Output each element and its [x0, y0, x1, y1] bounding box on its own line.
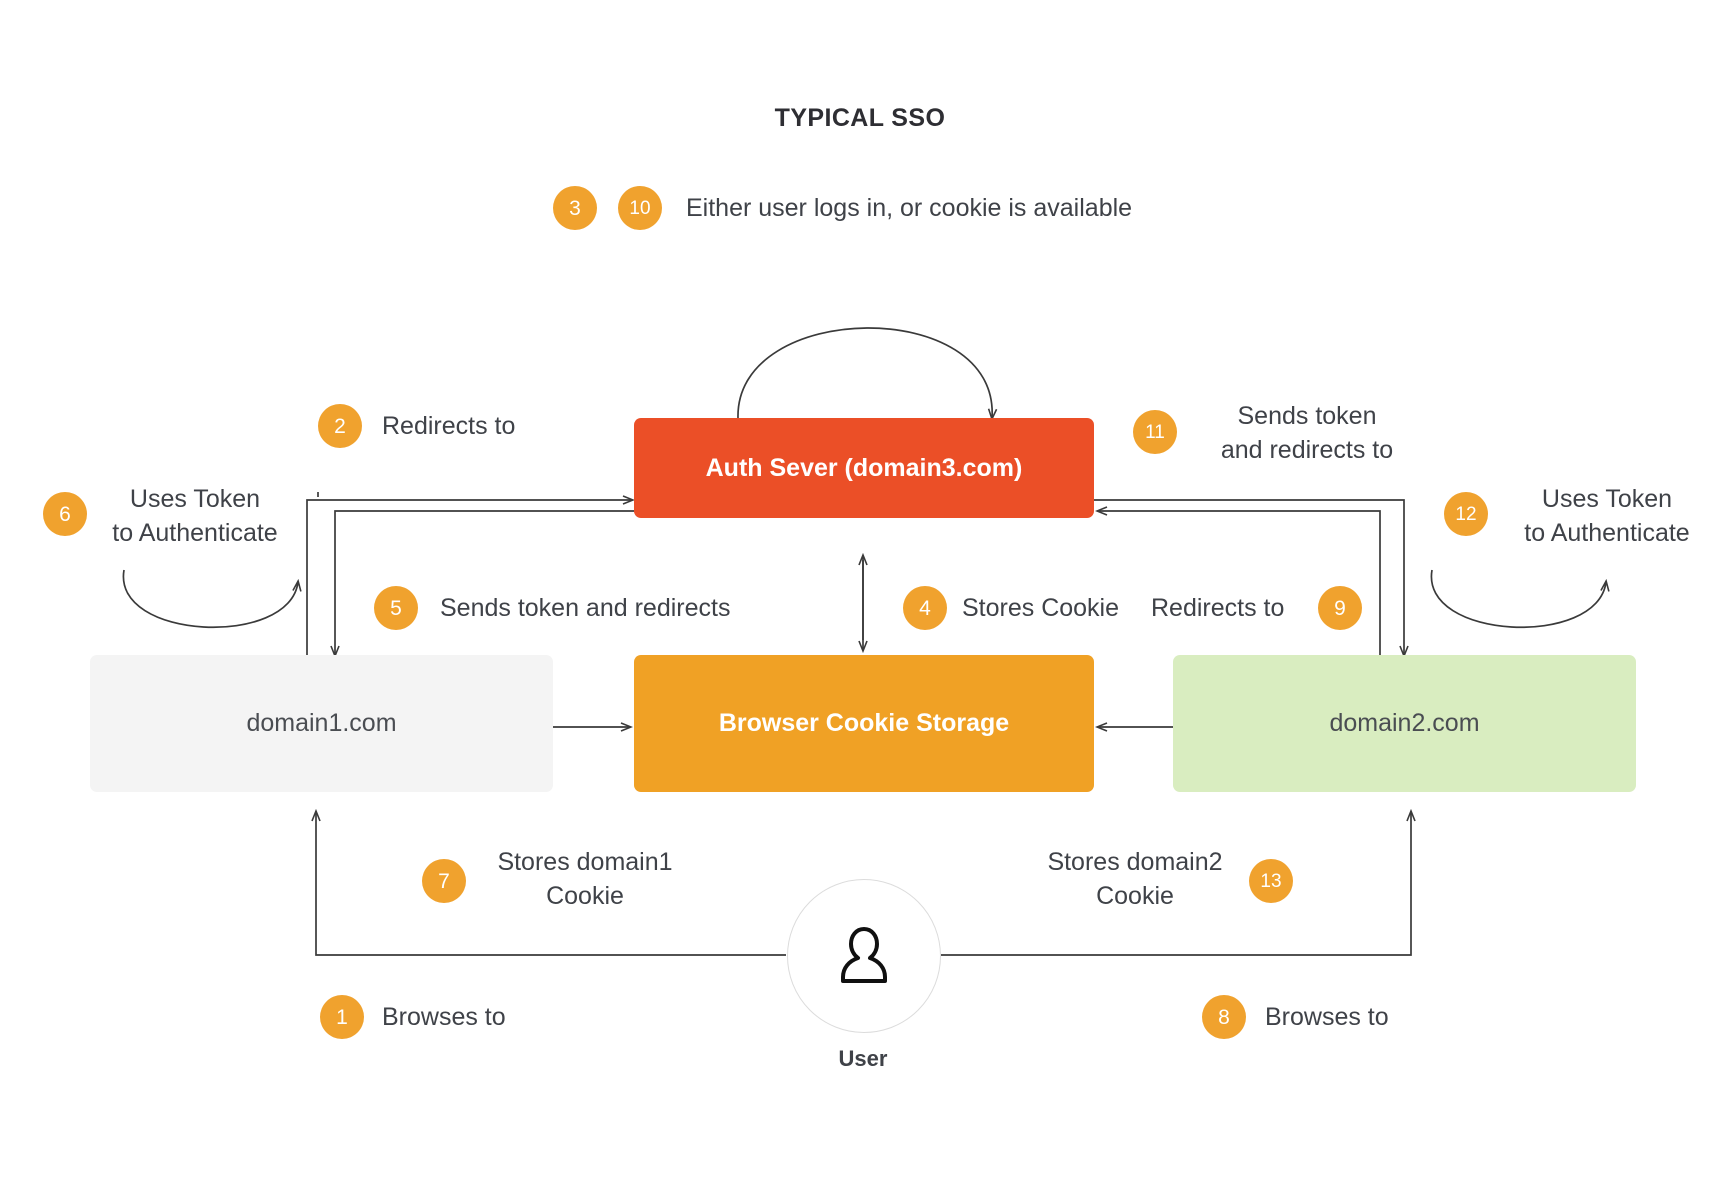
page-title: TYPICAL SSO: [774, 104, 946, 132]
wire-step11: [1094, 499, 1404, 655]
step-label-3-10: Either user logs in, or cookie is availa…: [686, 194, 1133, 222]
step-badge-8[interactable]: 8: [1202, 995, 1246, 1039]
wire-step12-selfloop: [1430, 569, 1606, 629]
step-badge-9[interactable]: 9: [1318, 586, 1362, 630]
wire-step6-selfloop: [122, 569, 298, 629]
node-user[interactable]: [787, 879, 941, 1033]
node-cookie-storage[interactable]: Browser Cookie Storage: [634, 655, 1094, 792]
step-badge-1[interactable]: 1: [320, 995, 364, 1039]
step-badge-13[interactable]: 13: [1249, 859, 1293, 903]
node-domain2[interactable]: domain2.com: [1173, 655, 1636, 792]
step-label-1: Browses to: [382, 1003, 506, 1031]
step-label-5: Sends token and redirects: [440, 594, 731, 622]
node-domain1[interactable]: domain1.com: [90, 655, 553, 792]
node-user-label: User: [838, 1046, 888, 1071]
wire-step9: [1098, 511, 1381, 655]
wire-auth-selfloop: [737, 327, 992, 418]
node-cookie-storage-label: Browser Cookie Storage: [718, 709, 1010, 737]
step-label-2: Redirects to: [382, 412, 516, 440]
step-label-7: Stores domain1 Cookie: [497, 848, 673, 910]
user-icon: [841, 927, 887, 983]
step-badge-4[interactable]: 4: [903, 586, 947, 630]
step-badge-5[interactable]: 5: [374, 586, 418, 630]
step-badge-6[interactable]: 6: [43, 492, 87, 536]
step-label-12: Uses Token to Authenticate: [1524, 485, 1690, 547]
node-auth-server[interactable]: Auth Sever (domain3.com): [634, 418, 1094, 518]
step-label-11: Sends token and redirects to: [1220, 402, 1394, 464]
step-label-8: Browses to: [1265, 1003, 1389, 1031]
step-label-13: Stores domain2 Cookie: [1047, 848, 1223, 910]
step-badge-7[interactable]: 7: [422, 859, 466, 903]
step-label-4: Stores Cookie: [962, 594, 1120, 622]
node-domain2-label: domain2.com: [1329, 709, 1480, 737]
step-badge-2[interactable]: 2: [318, 404, 362, 448]
step-label-9: Redirects to: [1151, 594, 1285, 622]
step-badge-10[interactable]: 10: [618, 186, 662, 230]
step-label-6: Uses Token to Authenticate: [112, 485, 278, 547]
node-auth-server-label: Auth Sever (domain3.com): [705, 453, 1023, 482]
wire-step5: [335, 510, 636, 655]
step-badge-3[interactable]: 3: [553, 186, 597, 230]
step-badge-11[interactable]: 11: [1133, 410, 1177, 454]
step-badge-12[interactable]: 12: [1444, 492, 1488, 536]
node-domain1-label: domain1.com: [246, 709, 397, 737]
wire-step2: [306, 500, 632, 655]
